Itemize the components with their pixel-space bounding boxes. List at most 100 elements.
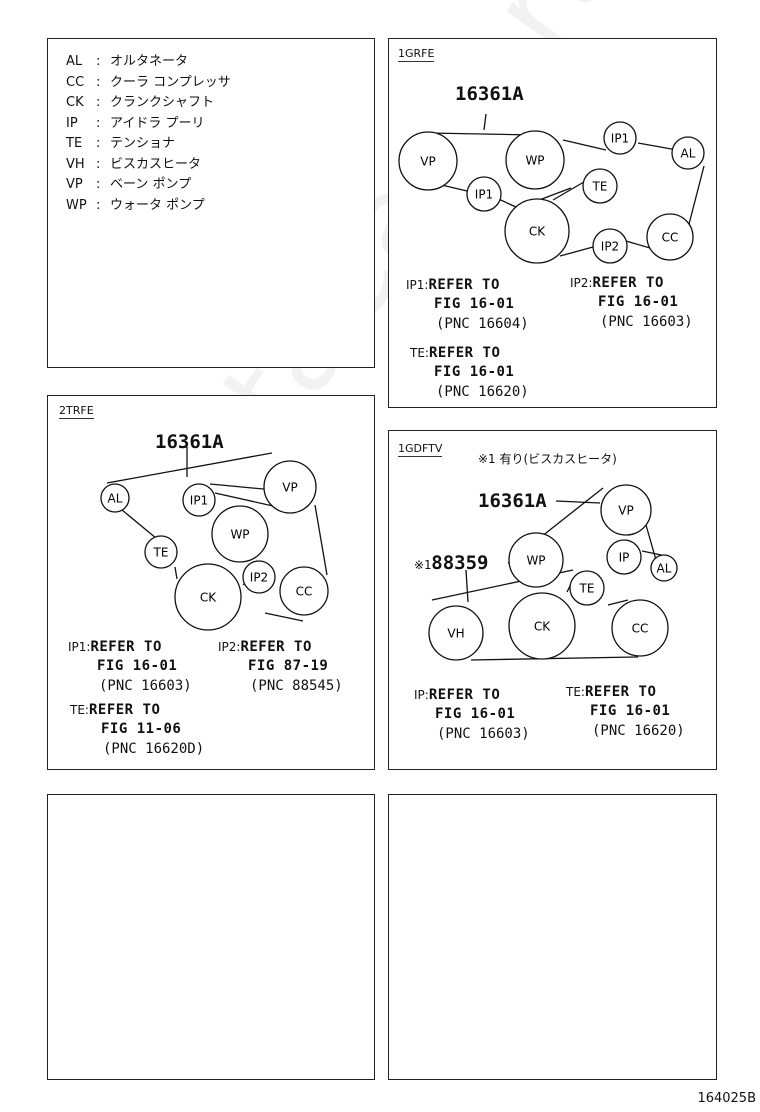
pulley-ip xyxy=(606,539,642,575)
part-number-1gdftv[interactable]: 16361A xyxy=(478,490,547,512)
pulley-label-ip2: IP2 xyxy=(601,240,619,254)
pulley-label-ip1: IP1 xyxy=(190,494,208,508)
drawing-code: 164025B xyxy=(697,1091,756,1106)
legend-code: IP xyxy=(66,115,78,131)
pulley-label-wp: WP xyxy=(230,528,249,542)
ref-te-2trfe: TE:REFER TO xyxy=(70,702,161,718)
legend-sep: : xyxy=(96,177,101,192)
pulley-label-ip2: IP2 xyxy=(250,571,268,585)
ref-ip2-2trfe: IP2:REFER TO xyxy=(218,639,312,655)
pulley-ip1 xyxy=(182,483,216,517)
legend-row: TE:テンショナ xyxy=(66,134,231,155)
legend-sep: : xyxy=(96,54,101,69)
pulley-al xyxy=(650,554,678,582)
ref-ip2-1grfe-l2: FIG 16-01 xyxy=(598,294,679,310)
legend: AL: オルタネータ CC:クーラ コンプレッサ CK: クランクシャフト IP:ア… xyxy=(66,52,231,216)
legend-sep: : xyxy=(96,197,101,213)
pulley-label-wp: WP xyxy=(526,554,545,568)
pulley-ip2 xyxy=(592,228,628,264)
pulley-cc xyxy=(279,566,329,616)
note-1gdftv: ※1 有り(ビスカスヒータ) xyxy=(478,452,617,466)
ref-ip1-2trfe: IP1:REFER TO xyxy=(68,639,162,655)
ref-ip2-1grfe-pnc: (PNC 16603) xyxy=(600,314,693,330)
legend-sep: : xyxy=(96,156,101,172)
engine-tag-1gdftv: 1GDFTV xyxy=(398,442,443,457)
ref-ip1-2trfe-l2: FIG 16-01 xyxy=(97,658,178,674)
ref-te-1gdftv-l2: FIG 16-01 xyxy=(590,703,671,719)
ref-ip1-1grfe-pnc: (PNC 16604) xyxy=(436,316,529,332)
legend-row: IP:アイドラ プーリ xyxy=(66,114,231,135)
pulley-ck xyxy=(508,592,576,660)
legend-sep: : xyxy=(96,74,101,90)
legend-row: CK: クランクシャフト xyxy=(66,93,231,114)
engine-tag-2trfe: 2TRFE xyxy=(59,404,94,419)
legend-name: ベーン ポンプ xyxy=(110,177,192,192)
legend-sep: : xyxy=(96,115,101,131)
pulley-label-cc: CC xyxy=(632,622,649,636)
pulley-label-cc: CC xyxy=(296,585,313,599)
pulley-label-te: TE xyxy=(592,180,608,194)
part-number-2trfe[interactable]: 16361A xyxy=(155,431,224,453)
legend-code: AL xyxy=(66,54,83,69)
pulley-label-al: AL xyxy=(681,147,696,161)
pulley-label-ck: CK xyxy=(534,620,551,634)
pulley-label-te: TE xyxy=(153,546,169,560)
legend-code: CK xyxy=(66,95,84,110)
ref-te-1grfe-l2: FIG 16-01 xyxy=(434,364,515,380)
part-number-1grfe[interactable]: 16361A xyxy=(455,83,524,105)
legend-row: WP: ウォータ ポンプ xyxy=(66,196,231,217)
pulley-cc xyxy=(646,213,694,261)
ref-ip-1gdftv: IP:REFER TO xyxy=(414,687,501,703)
pulley-vh xyxy=(428,605,484,661)
belt-diagram-1grfe: VP WP IP1 AL IP1 TE CK IP2 CC xyxy=(398,113,705,264)
legend-name: ウォータ ポンプ xyxy=(110,197,205,213)
ref-te-1grfe-pnc: (PNC 16620) xyxy=(436,384,529,400)
pulley-ip2 xyxy=(242,560,276,594)
pulley-te xyxy=(582,168,618,204)
pulley-wp xyxy=(211,505,269,563)
ref-ip1-2trfe-pnc: (PNC 16603) xyxy=(99,678,192,694)
belt-diagram-2trfe: VP AL IP1 WP TE CK IP2 CC xyxy=(100,447,329,631)
pulley-vp xyxy=(398,131,458,191)
pulley-wp xyxy=(508,532,564,588)
empty-panel-right xyxy=(388,794,717,1080)
legend-row: CC:クーラ コンプレッサ xyxy=(66,73,231,94)
pulley-label-ip1: IP1 xyxy=(611,132,629,146)
legend-code: WP xyxy=(66,197,87,213)
pulley-cc xyxy=(611,599,669,657)
ref-te-2trfe-pnc: (PNC 16620D) xyxy=(103,741,205,757)
legend-sep: : xyxy=(96,136,101,151)
empty-panel-left xyxy=(47,794,375,1080)
legend-sep: : xyxy=(96,95,101,110)
legend-panel xyxy=(47,38,375,368)
pulley-ip1-lower xyxy=(466,176,502,212)
legend-name: クランクシャフト xyxy=(110,95,215,110)
ref-ip-1gdftv-l2: FIG 16-01 xyxy=(435,706,516,722)
pulley-ip1-upper xyxy=(603,121,637,155)
engine-tag-1grfe: 1GRFE xyxy=(398,47,435,62)
ref-te-1grfe: TE:REFER TO xyxy=(410,345,501,361)
pulley-label-wp: WP xyxy=(525,154,544,168)
pulley-te xyxy=(569,570,605,606)
pulley-label-al: AL xyxy=(108,492,123,506)
legend-name: オルタネータ xyxy=(110,54,189,69)
legend-name: ビスカスヒータ xyxy=(110,156,202,172)
pulley-al xyxy=(671,136,705,170)
ref-ip2-2trfe-l2: FIG 87-19 xyxy=(248,658,329,674)
ref-ip2-2trfe-pnc: (PNC 88545) xyxy=(250,678,343,694)
pulley-label-ip1: IP1 xyxy=(475,188,493,202)
ref-ip2-1grfe: IP2:REFER TO xyxy=(570,275,664,291)
ref-te-1gdftv-pnc: (PNC 16620) xyxy=(592,723,685,739)
legend-row: AL: オルタネータ xyxy=(66,52,231,73)
pulley-label-al: AL xyxy=(657,562,672,576)
part-number-88359[interactable]: ※188359 xyxy=(414,552,489,574)
legend-name: テンショナ xyxy=(110,136,176,151)
pulley-label-ck: CK xyxy=(200,591,217,605)
legend-code: VP xyxy=(66,177,83,192)
pulley-label-te: TE xyxy=(579,582,595,596)
pulley-label-ip: IP xyxy=(619,551,630,565)
pulley-ck xyxy=(504,198,570,264)
pulley-label-vh: VH xyxy=(447,627,464,641)
pulley-al xyxy=(100,483,130,513)
belt-diagram-1gdftv: VP WP IP AL TE VH CK CC xyxy=(428,484,678,661)
